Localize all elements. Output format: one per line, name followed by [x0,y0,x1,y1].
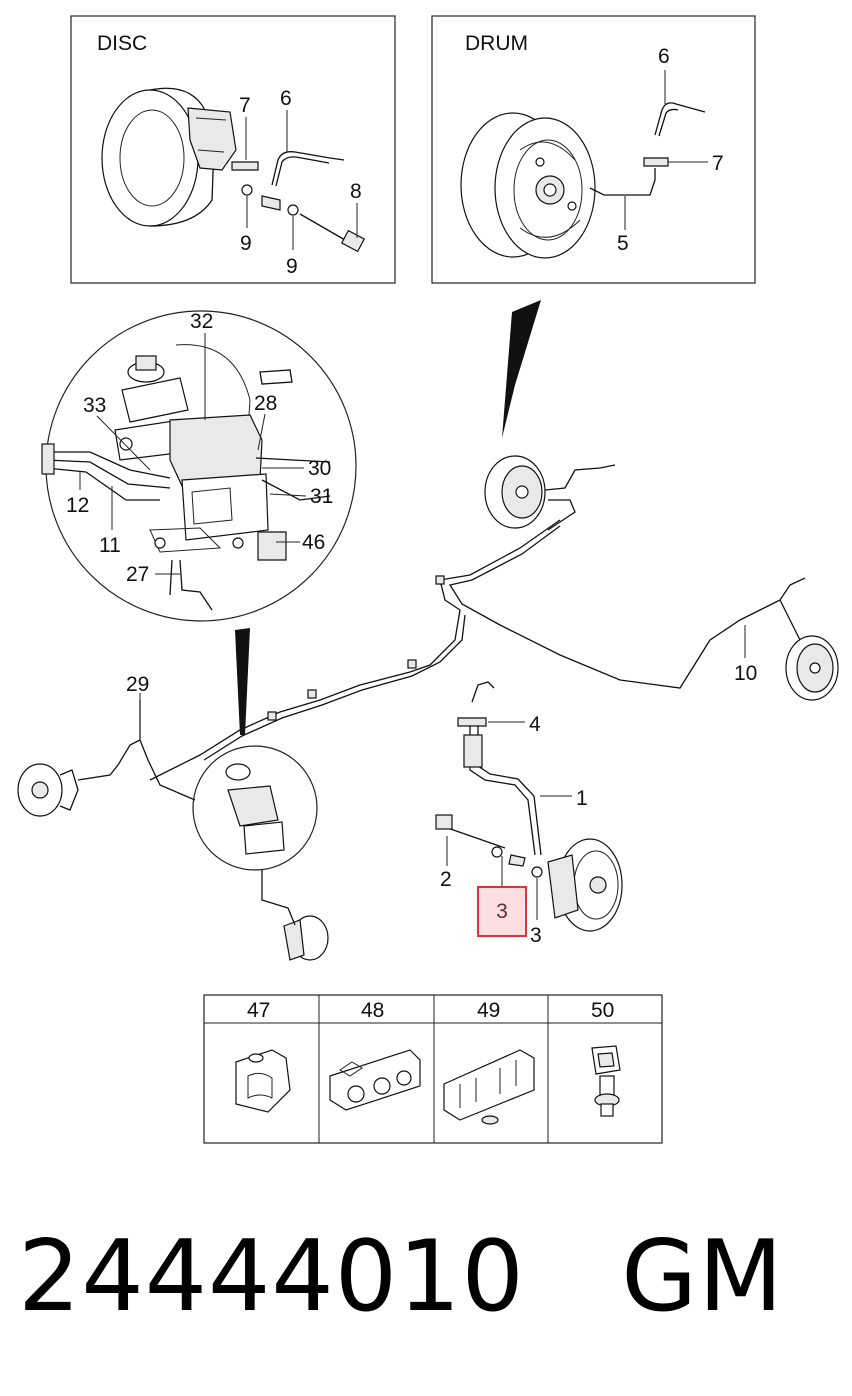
callout-32: 32 [190,310,213,333]
callout-27: 27 [126,563,149,586]
line-clip [435,575,445,585]
callout-46: 46 [302,531,325,554]
clip-48-drawing [329,1049,421,1111]
drum-panel: DRUM 6 7 5 [431,15,756,284]
abs-unit-small [192,745,318,871]
highlighted-callout-label: 3 [496,900,508,923]
callout-3: 3 [530,924,542,947]
clip-50-drawing [591,1045,621,1117]
clip-47-drawing [235,1049,291,1113]
drum-brake-drawing [460,112,596,259]
callout-9: 9 [240,232,252,255]
drum-bracket [643,157,669,167]
disc-washer [241,184,253,196]
callout-2: 2 [440,868,452,891]
abs-detail-circle: 32 33 28 30 31 12 11 46 27 [41,310,357,622]
callout-28: 28 [254,392,277,415]
callout-10: 10 [734,662,757,685]
front-disc-assembly [547,838,623,932]
front-left-wheel [17,763,79,817]
disc-brake-hose [271,151,345,186]
clip-table-header-47: 47 [247,999,270,1022]
callout-7: 7 [712,152,724,175]
front-right-wheel [283,915,329,961]
callout-7: 7 [239,94,251,117]
main-brake-lines-diagram: 10 29 [17,455,839,961]
clip-49-drawing [443,1049,535,1125]
callout-29: 29 [126,673,149,696]
callout-30: 30 [308,457,331,480]
rear-drum-wheel-right [785,635,839,701]
copper-washer [491,846,503,858]
callout-5: 5 [617,232,629,255]
hose-bracket [457,717,487,727]
disc-bracket [231,161,259,171]
line-clip [267,711,277,721]
disc-panel-title: DISC [97,32,147,55]
line-clip [407,659,417,669]
drum-brake-pipe [589,168,656,196]
rear-drum-wheel-top [484,455,546,529]
callout-6: 6 [280,87,292,110]
disc-bolt [299,213,346,241]
part-number-caption: 24444010 GM [18,1220,784,1334]
callout-8: 8 [350,180,362,203]
highlighted-callout-3[interactable]: 3 [477,886,527,937]
abs-pointer-wedge [235,628,250,735]
callout-11: 11 [99,534,121,557]
callout-9: 9 [286,255,298,278]
callout-6: 6 [658,45,670,68]
callout-4: 4 [529,713,541,736]
drum-panel-title: DRUM [465,32,528,55]
callout-1: 1 [576,787,588,810]
disc-washer [287,204,299,216]
drum-pointer-wedge [502,300,541,438]
clip-table-header-48: 48 [361,999,384,1022]
clip-table-header-50: 50 [591,999,614,1022]
callout-33: 33 [83,394,106,417]
drum-brake-hose [654,102,706,136]
disc-panel: DISC 7 6 8 9 9 [70,15,396,284]
disc-rotor-drawing [101,87,237,227]
banjo-bolt [441,825,506,849]
callout-31: 31 [310,485,333,508]
clip-table: 47 48 49 50 [203,994,663,1144]
copper-washer [531,866,543,878]
callout-12: 12 [66,494,89,517]
line-clip [307,689,317,699]
clip-table-header-49: 49 [477,999,500,1022]
